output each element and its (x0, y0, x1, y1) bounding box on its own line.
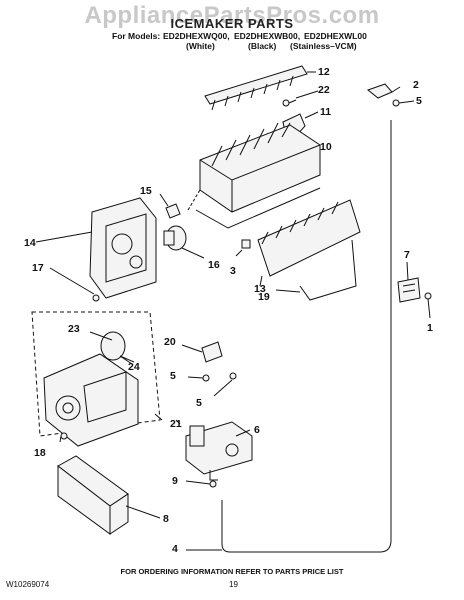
clip-part-2 (366, 83, 393, 99)
callout-10: 10 (320, 141, 332, 153)
screw-part-1 (424, 292, 432, 300)
screw-part-22 (282, 99, 297, 107)
callout-19: 19 (258, 291, 270, 303)
model-finish-1: (White) (186, 41, 215, 51)
callout-15: 15 (140, 185, 152, 197)
ordering-info-footer: FOR ORDERING INFORMATION REFER TO PARTS … (120, 567, 344, 576)
document-number: W10269074 (6, 580, 50, 589)
bracket-part-20 (201, 341, 223, 363)
callout-6: 6 (254, 424, 260, 436)
assembly-boundary-21 (31, 311, 161, 437)
model-finish-2: (Black) (248, 41, 277, 51)
models-prefix: For Models: (112, 31, 161, 41)
model-number-3: ED2DHEXWL00 (304, 31, 367, 41)
screw-part-5-lower (229, 372, 237, 380)
callout-16: 16 (208, 259, 220, 271)
motor-part-16 (163, 225, 187, 251)
control-housing-part (89, 197, 157, 299)
water-valve-part (185, 421, 253, 481)
fill-cup-part (257, 199, 361, 301)
callout-23: 23 (68, 323, 80, 335)
callout-5-mid: 5 (170, 370, 176, 382)
callout-22: 22 (318, 84, 330, 96)
callout-3: 3 (230, 265, 236, 277)
screw-part-5-mid (202, 374, 210, 382)
callout-9: 9 (172, 475, 178, 487)
screw-part-5-top (392, 99, 400, 107)
control-board-part (43, 353, 139, 447)
callout-8: 8 (163, 513, 169, 525)
screw-part-9 (209, 480, 217, 488)
callout-4: 4 (172, 543, 178, 555)
screw-part-18 (60, 432, 68, 440)
clamp-part-7 (397, 277, 421, 303)
switch-part-15 (165, 203, 181, 219)
callout-20: 20 (164, 336, 176, 348)
icemaker-mold-part (187, 122, 321, 229)
leader-lines (35, 71, 431, 551)
model-number-1: ED2DHEXWQ00, (163, 31, 230, 41)
water-tube-part (221, 120, 392, 553)
model-number-2: ED2DHEXWB00, (234, 31, 301, 41)
callout-17: 17 (32, 262, 44, 274)
callout-7: 7 (404, 249, 410, 261)
cover-part-8 (57, 455, 129, 535)
model-finish-3: (Stainless–VCM) (290, 41, 357, 51)
callout-21: 21 (170, 418, 182, 430)
callout-18: 18 (34, 447, 46, 459)
page-number: 19 (229, 580, 238, 589)
callout-24: 24 (128, 361, 140, 373)
callout-2: 2 (413, 79, 419, 91)
watermark-text: AppliancePartsPros.com (84, 2, 380, 29)
nut-part-3 (241, 239, 251, 249)
callout-12: 12 (318, 66, 330, 78)
callout-11: 11 (320, 106, 332, 118)
callout-13: 13 (254, 283, 266, 295)
ejector-comb-part (204, 65, 308, 111)
page-title: ICEMAKER PARTS (170, 16, 294, 31)
callout-5-top: 5 (416, 95, 422, 107)
callout-14: 14 (24, 237, 36, 249)
screw-part-17 (92, 294, 100, 302)
callout-5-lower: 5 (196, 397, 202, 409)
callout-1: 1 (427, 322, 433, 334)
